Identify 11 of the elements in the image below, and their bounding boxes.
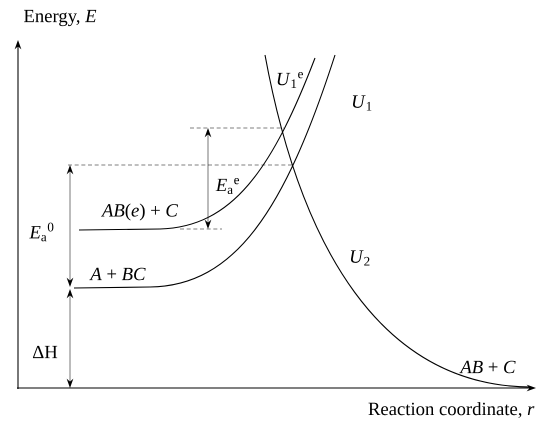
- label: Energy, E: [24, 10, 96, 26]
- label: E$_{a}$0: [29, 222, 54, 242]
- label: U$_{2}$: [350, 250, 370, 266]
- label: A + BC: [89, 268, 146, 280]
- label: Reaction coordinate, r: [368, 402, 534, 418]
- label: AB + C: [459, 360, 516, 374]
- label: U$_{1}$e: [278, 72, 303, 88]
- label: ΔH: [32, 346, 58, 358]
- label: E$_{a}$e: [216, 178, 240, 194]
- label: AB(e) + C: [100, 204, 178, 220]
- label: U$_{1}$: [352, 95, 372, 111]
